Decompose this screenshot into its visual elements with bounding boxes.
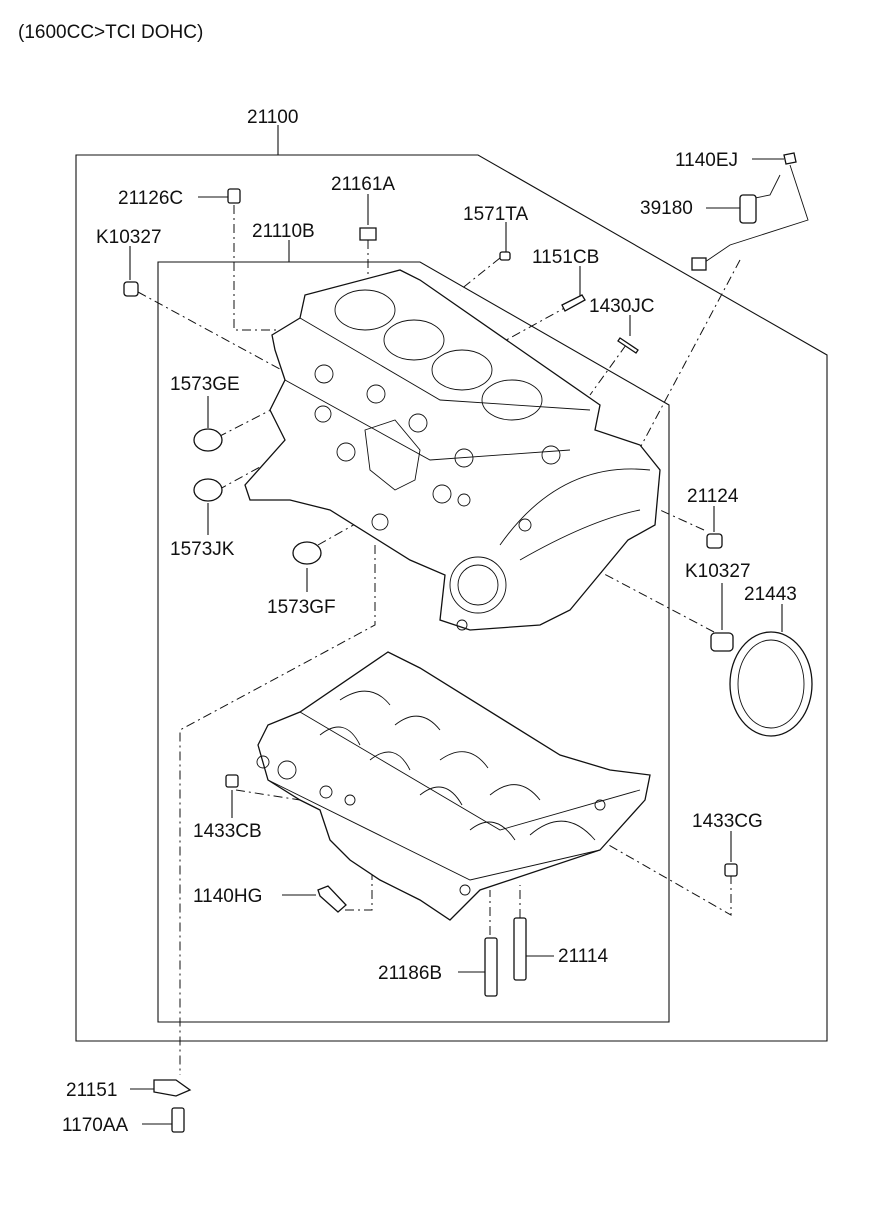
label-1433CG: 1433CG bbox=[692, 811, 763, 832]
label-1571TA: 1571TA bbox=[463, 204, 528, 225]
diagram-title: (1600CC>TCI DOHC) bbox=[18, 22, 203, 43]
part-1140EJ-shape bbox=[783, 152, 797, 165]
label-21100: 21100 bbox=[247, 107, 298, 128]
label-21151: 21151 bbox=[66, 1080, 117, 1101]
crankcase-lower bbox=[256, 651, 651, 921]
part-K10327-top-shape bbox=[123, 281, 139, 297]
label-21114: 21114 bbox=[558, 946, 608, 967]
label-1573GF: 1573GF bbox=[267, 597, 336, 618]
label-21443: 21443 bbox=[744, 584, 797, 605]
part-21151-shape bbox=[153, 1079, 192, 1097]
label-1573GE: 1573GE bbox=[170, 374, 240, 395]
part-21161A-shape bbox=[359, 227, 377, 241]
label-21186B: 21186B bbox=[378, 963, 442, 984]
small-parts bbox=[123, 152, 813, 1133]
sensor-39180-wire bbox=[704, 164, 809, 263]
label-21110B: 21110B bbox=[252, 221, 315, 242]
part-1170AA-shape bbox=[171, 1107, 185, 1133]
label-39180: 39180 bbox=[640, 198, 693, 219]
label-K10327-bottom: K10327 bbox=[685, 561, 751, 582]
label-K10327-top: K10327 bbox=[96, 227, 162, 248]
part-K10327-bottom-shape bbox=[710, 632, 734, 652]
part-21186B-shape bbox=[484, 937, 498, 997]
assembly-frame-21100 bbox=[75, 154, 828, 1042]
label-21124: 21124 bbox=[687, 486, 739, 507]
label-1170AA: 1170AA bbox=[62, 1115, 129, 1136]
part-1573JK-shape bbox=[193, 478, 223, 502]
label-1151CB: 1151CB bbox=[532, 247, 599, 268]
label-1140EJ: 1140EJ bbox=[675, 150, 738, 171]
part-1573GE-shape bbox=[193, 428, 223, 452]
part-1433CB-shape bbox=[225, 774, 239, 788]
part-1151CB-shape bbox=[561, 294, 586, 312]
label-1573JK: 1573JK bbox=[170, 539, 235, 560]
part-21124-shape bbox=[706, 533, 723, 549]
part-21114-shape bbox=[513, 917, 527, 981]
part-21126C-shape bbox=[227, 188, 241, 204]
part-1571TA-shape bbox=[499, 251, 511, 261]
assembly-frame-21110B bbox=[157, 261, 670, 1023]
part-21443-shape bbox=[729, 631, 813, 737]
label-21126C: 21126C bbox=[118, 188, 183, 209]
label-1430JC: 1430JC bbox=[589, 296, 655, 317]
part-1433CG-shape bbox=[724, 863, 738, 877]
cylinder-block-upper bbox=[244, 269, 661, 631]
part-1573GF-shape bbox=[292, 541, 322, 565]
part-labels: 21100 21126C 21161A 1571TA K10327 21110B… bbox=[62, 107, 797, 1136]
part-1140HG-shape bbox=[317, 885, 347, 913]
part-39180-shape bbox=[739, 194, 757, 224]
part-1430JC-shape bbox=[617, 337, 639, 354]
sensor-39180-connector bbox=[691, 257, 707, 271]
label-21161A: 21161A bbox=[331, 174, 395, 195]
label-1140HG: 1140HG bbox=[193, 886, 262, 907]
label-1433CB: 1433CB bbox=[193, 821, 262, 842]
